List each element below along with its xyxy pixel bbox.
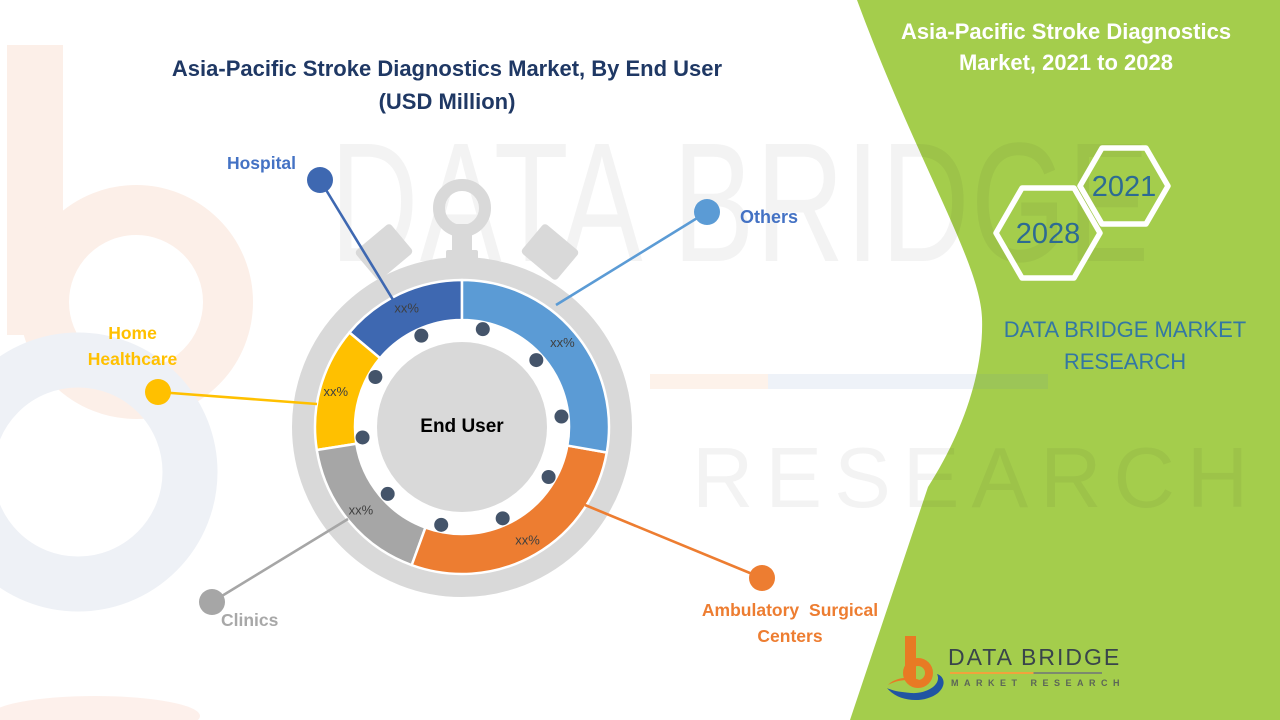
leader-line-others bbox=[555, 210, 708, 307]
donut-segments bbox=[313, 278, 611, 576]
leader-dot-others bbox=[694, 199, 720, 225]
leader-line-hospital bbox=[318, 179, 397, 304]
hospital-label: Hospital bbox=[226, 153, 296, 173]
logo-divider bbox=[950, 672, 1102, 674]
panel-title: Asia-Pacific Stroke Diagnostics Market, … bbox=[890, 16, 1242, 78]
dial-center-disc bbox=[377, 342, 547, 512]
percent-label-others: xx% bbox=[550, 335, 575, 350]
segment-others bbox=[460, 278, 611, 454]
percent-label-clinics: xx% bbox=[349, 502, 374, 517]
dial-dot-3 bbox=[414, 328, 429, 343]
leader-dot-hospital bbox=[307, 167, 333, 193]
leader-dot-clinics bbox=[199, 589, 225, 615]
percent-label-hospital: xx% bbox=[394, 300, 419, 315]
percent-label-home-healthcare: xx% bbox=[323, 384, 348, 399]
page-title-line1: Asia-Pacific Stroke Diagnostics Market, … bbox=[171, 56, 723, 81]
year-2021-text: 2021 bbox=[1092, 171, 1157, 203]
panel-brand-line2: RESEARCH bbox=[1063, 349, 1187, 374]
watermark-strip-orange bbox=[650, 374, 768, 389]
leader-line-home-healthcare bbox=[157, 390, 318, 406]
others-label: Others bbox=[740, 207, 799, 227]
chart-center-label: End User bbox=[420, 416, 504, 437]
dial-dot-7 bbox=[434, 517, 449, 532]
dial-dot-0 bbox=[554, 409, 569, 424]
dial-dot-5 bbox=[355, 430, 370, 445]
logo-name: DATA BRIDGE bbox=[948, 644, 1122, 670]
dial-dot-4 bbox=[368, 370, 383, 384]
logo-blue-swoosh bbox=[887, 674, 944, 701]
leader-dot-ambulatory-surgical-centers bbox=[749, 565, 775, 591]
page-title-line2: (USD Million) bbox=[378, 89, 516, 114]
logo-b-stem bbox=[905, 636, 916, 680]
leader-dot-home-healthcare bbox=[145, 379, 171, 405]
watermark-swoosh bbox=[0, 332, 218, 612]
logo-tagline: MARKET RESEARCH bbox=[951, 678, 1126, 688]
home-healthcare-label: Home Healthcare bbox=[87, 323, 178, 369]
stopwatch-bezel bbox=[292, 257, 632, 597]
logo-b-bowl bbox=[903, 658, 933, 688]
dial-dot-9 bbox=[541, 470, 556, 484]
logo-orange-swoosh bbox=[888, 677, 926, 685]
panel-brand-line1: DATA BRIDGE MARKET bbox=[1003, 317, 1247, 342]
year-2021-hexagon bbox=[1077, 145, 1171, 227]
dial-dots bbox=[355, 322, 569, 532]
stopwatch-left-pusher bbox=[355, 224, 413, 280]
left-brand-watermark bbox=[0, 45, 253, 612]
watermark-strip-blue bbox=[768, 374, 1048, 389]
dial-dot-2 bbox=[475, 322, 490, 337]
leader-line-ambulatory-surgical-centers bbox=[584, 503, 763, 580]
dial-dot-8 bbox=[495, 511, 510, 526]
clinics-label: Clinics bbox=[221, 610, 279, 630]
watermark-text-research: RESEARCH bbox=[692, 431, 1261, 526]
panel-brand-text: DATA BRIDGE MARKET RESEARCH bbox=[975, 314, 1275, 378]
stopwatch-right-pusher bbox=[521, 224, 579, 280]
dial-dot-1 bbox=[529, 353, 544, 368]
percent-label-ambulatory-surgical-centers: xx% bbox=[515, 532, 540, 547]
year-2028-text: 2028 bbox=[1016, 218, 1081, 250]
ambulatory-surgical-centers-label: Ambulatory Surgical Centers bbox=[701, 600, 879, 646]
dial-dot-6 bbox=[380, 486, 395, 501]
year-2028-hexagon bbox=[993, 185, 1103, 281]
percent-labels: xx% xx% xx% xx% xx% bbox=[323, 300, 575, 547]
page-title: Asia-Pacific Stroke Diagnostics Market, … bbox=[132, 52, 762, 118]
leader-line-clinics bbox=[211, 517, 349, 604]
panel-title-line1: Asia-Pacific Stroke Diagnostics bbox=[900, 19, 1232, 44]
year-badges: 2028 2021 bbox=[993, 145, 1171, 281]
leader-lines bbox=[145, 167, 775, 615]
databridge-logo-mark bbox=[887, 636, 944, 701]
green-panel-shape bbox=[850, 0, 1280, 720]
panel-title-line2: Market, 2021 to 2028 bbox=[958, 50, 1174, 75]
